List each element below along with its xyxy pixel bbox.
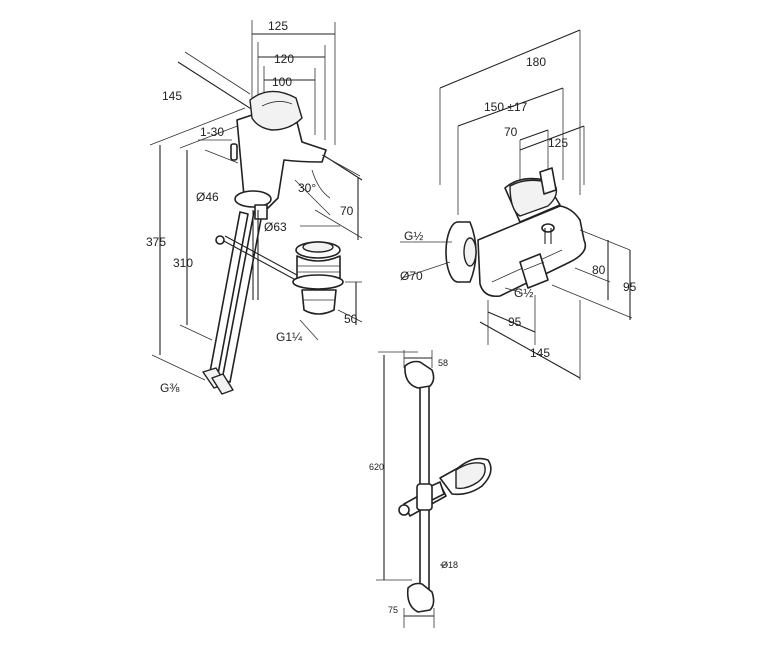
basin-dim-375: 375: [146, 235, 166, 249]
shower-rail-drawing: 58 620 Ø18 75: [369, 350, 492, 628]
basin-dim-50: 50: [344, 312, 358, 326]
basin-dim-g3-8: G⅜: [160, 381, 180, 395]
bath-mixer-body: [477, 167, 587, 298]
bath-dim-g1-2-top: G½: [404, 229, 423, 243]
basin-supply-hoses: [202, 204, 268, 395]
shower-dim-75: 75: [388, 605, 398, 615]
shower-dim-dia18: Ø18: [441, 560, 458, 570]
basin-dimension-labels: 125 120 100 145 1-30 30° Ø46 70 Ø63 375 …: [146, 19, 358, 395]
basin-dim-g1-1-4: G1¼: [276, 330, 303, 344]
bath-dim-80: 80: [592, 263, 606, 277]
basin-popup-rod: [215, 210, 309, 300]
bath-wall-flange: [445, 221, 477, 283]
basin-dim-70: 70: [340, 204, 354, 218]
bath-mixer-spout: [519, 253, 549, 289]
bath-dim-180: 180: [526, 55, 546, 69]
basin-faucet-body: [230, 90, 327, 209]
basin-dim-dia63: Ø63: [264, 220, 287, 234]
bath-dimension-labels: 180 150 ±17 70 125 G½ Ø70 G½ 80 95 95 14…: [400, 55, 637, 360]
bath-dim-g1-2-bottom: G½: [514, 286, 533, 300]
basin-dim-1-30: 1-30: [200, 125, 224, 139]
basin-1-30-dimension-line: [198, 139, 239, 164]
bath-dim-150-17: 150 ±17: [484, 100, 528, 114]
shower-dimension-lines: [376, 350, 448, 628]
bath-dim-145: 145: [530, 346, 550, 360]
bath-bottom-dimension-lines: [479, 295, 581, 380]
basin-dim-310: 310: [173, 256, 193, 270]
bath-right-dimension-lines: [551, 229, 633, 320]
shower-handshower: [398, 457, 492, 517]
bath-dim-95-right: 95: [623, 280, 637, 294]
basin-waste-valve: [292, 225, 363, 341]
bath-mixer-drawing: 180 150 ±17 70 125 G½ Ø70 G½ 80 95 95 14…: [400, 29, 637, 380]
basin-dim-dia46: Ø46: [196, 190, 219, 204]
basin-top-dimension-lines: [251, 20, 336, 145]
basin-dim-120: 120: [274, 52, 294, 66]
basin-height-dimension-lines: [149, 107, 246, 381]
basin-dim-30-degrees: 30°: [298, 181, 316, 195]
bath-dim-70: 70: [504, 125, 518, 139]
shower-dim-620: 620: [369, 462, 384, 472]
shower-dim-58: 58: [438, 358, 448, 368]
bath-dim-95-bottom: 95: [508, 315, 522, 329]
basin-dim-145: 145: [162, 89, 182, 103]
basin-spout-dimension-lines: [294, 154, 363, 240]
bath-dim-125: 125: [548, 136, 568, 150]
bath-left-dimension-lines: [400, 241, 521, 293]
basin-dim-100: 100: [272, 75, 292, 89]
basin-dim-125: 125: [268, 19, 288, 33]
bath-top-dimension-lines: [439, 29, 585, 215]
shower-dimension-labels: 58 620 Ø18 75: [369, 358, 458, 615]
bath-dim-dia70: Ø70: [400, 269, 423, 283]
basin-mixer-drawing: 125 120 100 145 1-30 30° Ø46 70 Ø63 375 …: [146, 19, 363, 395]
